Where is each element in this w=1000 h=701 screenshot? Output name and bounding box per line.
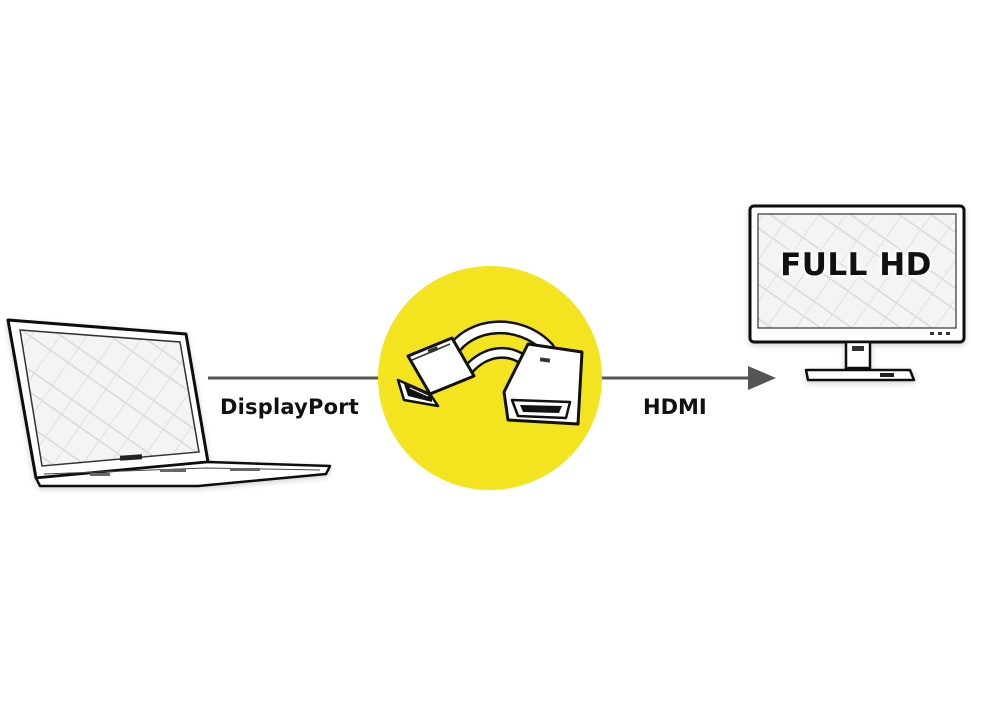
- arrowhead-icon: [748, 366, 776, 390]
- displayport-to-hdmi-adapter-icon: [396, 320, 584, 426]
- adapter-highlight-circle: [378, 266, 602, 490]
- monitor-resolution-label: FULL HD: [780, 247, 932, 283]
- laptop-icon: [6, 318, 332, 488]
- monitor-icon: [748, 204, 966, 382]
- hdmi-label: HDMI: [643, 395, 707, 419]
- displayport-label: DisplayPort: [220, 395, 359, 419]
